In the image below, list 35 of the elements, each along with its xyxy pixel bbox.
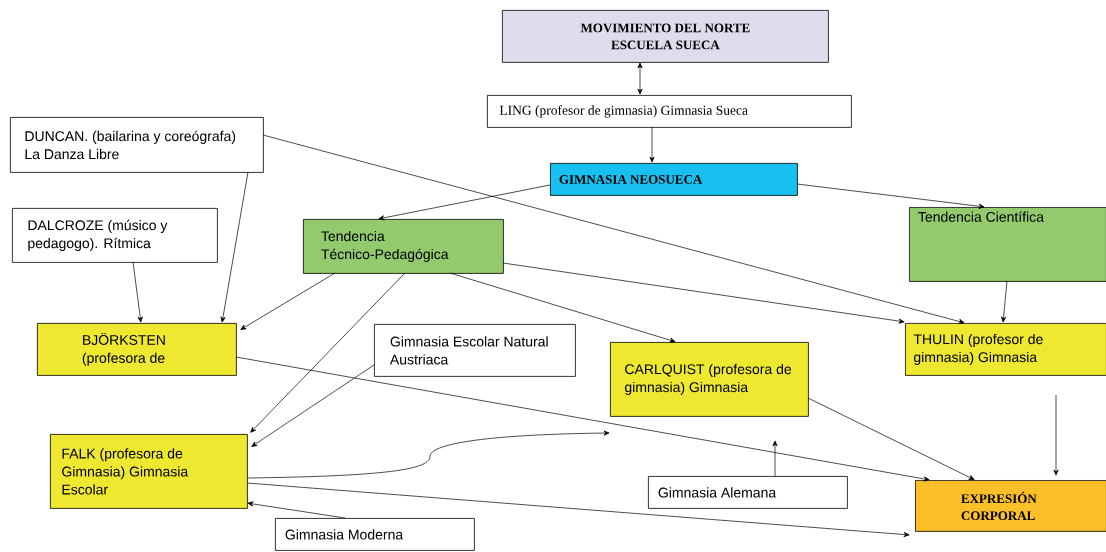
- process-box: Tendencia Científica: [909, 207, 1106, 282]
- process-box: LING (profesor de gimnasia) Gimnasia Sueca: [487, 95, 852, 128]
- arrow: [637, 62, 643, 95]
- process-box: CARLQUIST (profesora de gimnasia) Gimnasia: [610, 342, 809, 417]
- process-box: DALCROZE (músico y pedagogo). Rítmica: [12, 208, 218, 263]
- process-box: DUNCAN. (bailarina y coreógrafa) La Danza Libre: [10, 117, 264, 173]
- arrow: [649, 126, 655, 163]
- arrow: [240, 272, 336, 330]
- arrow: [251, 364, 375, 447]
- arrow: [772, 440, 778, 477]
- process-box: Gimnasia Escolar Natural Austriaca: [374, 324, 576, 377]
- title-box: MOVIMIENTO DEL NORTE ESCUELA SUECA: [502, 10, 829, 63]
- process-box: Gimnasia Alemana: [648, 476, 848, 509]
- arrow: [250, 272, 406, 433]
- arrow: [262, 134, 965, 324]
- process-box: GIMNASIA NEOSUECA: [550, 163, 798, 196]
- arrow: [796, 183, 985, 209]
- arrow: [220, 171, 249, 323]
- arrow: [235, 356, 930, 482]
- arrow: [1053, 394, 1059, 476]
- arrow: [378, 184, 551, 221]
- arrow: [247, 501, 346, 519]
- arrow: [1001, 280, 1008, 323]
- process-box: FALK (profesora de Gimnasia) Gimnasia Escolar: [50, 434, 248, 509]
- process-box: Gimnasia Moderna: [275, 518, 475, 551]
- process-box: BJÖRKSTEN (profesora de: [37, 323, 237, 376]
- process-box: Tendencia Técnico-Pedagógica: [303, 219, 504, 274]
- result-box: EXPRESIÓN CORPORAL: [915, 480, 1106, 532]
- arrow: [807, 397, 975, 480]
- process-box: THULIN (profesor de gimnasia) Gimnasia: [905, 323, 1106, 376]
- arrow: [132, 261, 143, 323]
- arrow: [449, 272, 676, 343]
- arrow: [246, 430, 610, 479]
- arrow: [246, 482, 910, 538]
- arrow: [502, 262, 905, 324]
